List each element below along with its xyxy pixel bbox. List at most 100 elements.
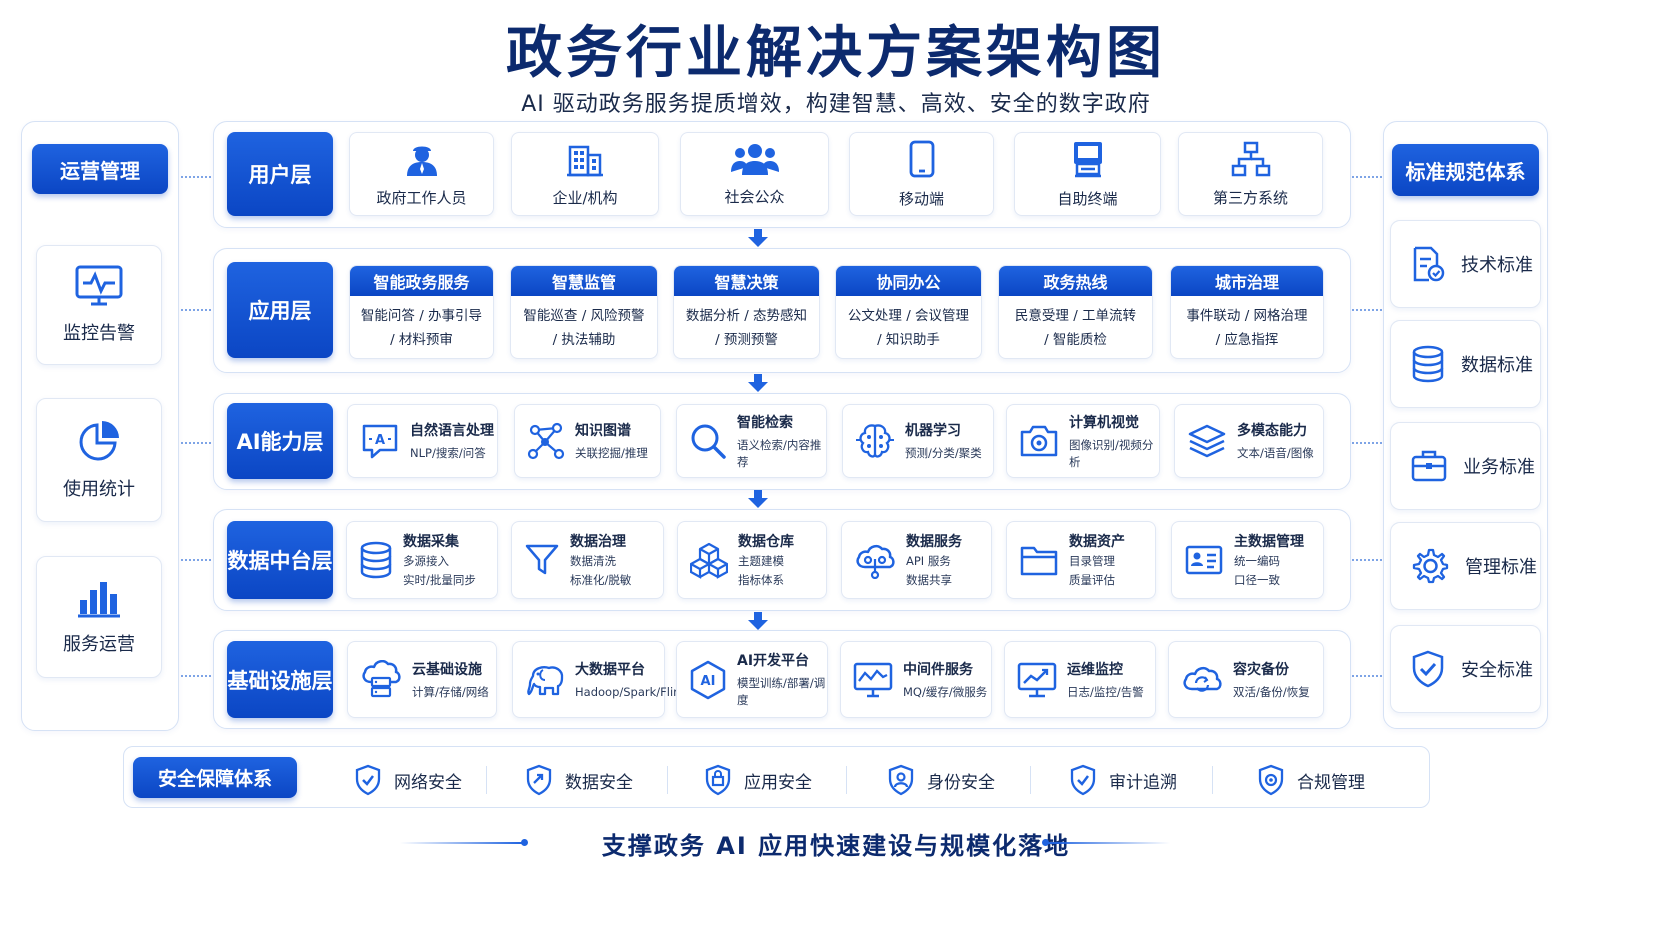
right-item-data-standard[interactable]: 数据标准 (1390, 320, 1541, 408)
security-separator (1212, 766, 1213, 794)
pie-chart-icon (77, 419, 121, 463)
user-item-third-party[interactable]: 第三方系统 (1178, 132, 1323, 216)
ai-item-title: 机器学习 (905, 423, 961, 439)
app-item-title: 智能政务服务 (350, 266, 493, 296)
left-item-service-ops[interactable]: 服务运营 (36, 556, 162, 678)
left-item-monitor[interactable]: 监控告警 (36, 245, 162, 365)
monitor-wave-icon (853, 661, 893, 699)
app-item-title: 智慧决策 (674, 266, 819, 296)
user-item-enterprise[interactable]: 企业/机构 (511, 132, 659, 216)
connector-right-app (1352, 309, 1382, 311)
infra-item-ops-monitor[interactable]: 运维监控日志/监控/告警 (1004, 641, 1156, 718)
infra-item-disaster-recovery[interactable]: 容灾备份双活/备份/恢复 (1168, 641, 1324, 718)
data-item-asset[interactable]: 数据资产目录管理质量评估 (1006, 521, 1156, 599)
database-icon (1411, 345, 1445, 383)
connector-right-data (1352, 559, 1382, 561)
ai-layer-label: AI能力层 (227, 403, 333, 479)
infra-item-title: 大数据平台 (575, 661, 645, 678)
security-item-compliance[interactable]: 合规管理 (1257, 763, 1365, 797)
ai-item-computer-vision[interactable]: 计算机视觉图像识别/视频分析 (1006, 404, 1160, 478)
user-item-gov-staff[interactable]: 政府工作人员 (349, 132, 494, 216)
security-item-label: 身份安全 (927, 772, 995, 793)
connector-left-data (181, 559, 211, 561)
right-item-tech-standard[interactable]: 技术标准 (1390, 220, 1541, 308)
data-item-sub: 主题建模 (738, 554, 784, 568)
data-item-sub: 数据共享 (906, 573, 952, 587)
cloud-share-icon (854, 541, 896, 579)
security-separator (667, 766, 668, 794)
left-item-usage-stats[interactable]: 使用统计 (36, 398, 162, 522)
data-item-sub: 实时/批量同步 (403, 573, 476, 587)
data-item-governance[interactable]: 数据治理数据清洗标准化/脱敏 (511, 521, 664, 599)
security-item-data[interactable]: 数据安全 (525, 763, 633, 797)
bar-chart-icon (77, 578, 121, 618)
app-layer-label: 应用层 (227, 262, 333, 358)
user-item-public[interactable]: 社会公众 (680, 132, 829, 216)
app-item-gov-hotline[interactable]: 政务热线 民意受理 / 工单流转/ 智能质检 (998, 265, 1153, 359)
app-item-title: 协同办公 (836, 266, 981, 296)
user-item-label: 社会公众 (724, 187, 785, 206)
security-item-identity[interactable]: 身份安全 (887, 763, 995, 797)
shield-data-icon (525, 764, 553, 796)
security-item-network[interactable]: 网络安全 (354, 763, 462, 797)
app-item-smart-supervision[interactable]: 智慧监管 智能巡查 / 风险预警/ 执法辅助 (510, 265, 658, 359)
data-item-sub: 数据清洗 (570, 554, 616, 568)
data-item-warehouse[interactable]: 数据仓库主题建模指标体系 (677, 521, 827, 599)
briefcase-icon (1411, 449, 1447, 483)
data-item-collection[interactable]: 数据采集多源接入实时/批量同步 (346, 521, 498, 599)
app-item-city-governance[interactable]: 城市治理 事件联动 / 网格治理/ 应急指挥 (1170, 265, 1324, 359)
shield-audit-icon (1069, 764, 1097, 796)
app-item-smart-decision[interactable]: 智慧决策 数据分析 / 态势感知/ 预测预警 (673, 265, 820, 359)
flow-arrow-icon (748, 229, 768, 247)
app-item-line: / 应急指挥 (1215, 332, 1279, 348)
cubes-icon (690, 541, 728, 579)
data-item-sub: 口径一致 (1234, 573, 1280, 587)
flow-arrow-icon (748, 612, 768, 630)
data-item-sub: 目录管理 (1069, 554, 1115, 568)
footer-slogan: 支撑政务 AI 应用快速建设与规模化落地 (601, 832, 1071, 860)
monitor-pulse-icon (75, 265, 123, 307)
infra-item-title: AI开发平台 (737, 653, 810, 669)
connector-right-infra (1352, 675, 1382, 677)
building-icon (566, 141, 604, 177)
id-card-icon (1184, 543, 1224, 577)
document-check-icon (1411, 246, 1445, 282)
right-item-business-standard[interactable]: 业务标准 (1390, 422, 1541, 510)
security-item-audit[interactable]: 审计追溯 (1069, 763, 1177, 797)
ai-item-sub: NLP/搜索/问答 (410, 446, 486, 460)
kiosk-icon (1071, 140, 1105, 178)
infra-item-ai-platform[interactable]: AI AI开发平台模型训练/部署/调度 (676, 641, 828, 718)
security-item-app[interactable]: 应用安全 (704, 763, 812, 797)
ai-item-title: 知识图谱 (575, 423, 631, 439)
security-item-label: 审计追溯 (1109, 772, 1177, 793)
data-item-title: 数据资产 (1069, 534, 1125, 550)
ai-item-machine-learning[interactable]: 机器学习预测/分类/聚类 (842, 404, 994, 478)
shield-user-icon (887, 764, 915, 796)
security-item-label: 数据安全 (565, 772, 633, 793)
infra-item-cloud[interactable]: 云基础设施计算/存储/网络 (347, 641, 497, 718)
security-item-label: 应用安全 (744, 772, 812, 793)
app-item-line: 事件联动 / 网格治理 (1186, 308, 1308, 324)
mobile-icon (908, 140, 936, 178)
infra-item-title: 中间件服务 (903, 661, 973, 678)
security-item-label: 合规管理 (1297, 772, 1365, 793)
app-item-title: 政务热线 (999, 266, 1152, 296)
app-item-line: / 材料预审 (390, 332, 453, 348)
data-item-master-data[interactable]: 主数据管理统一编码口径一致 (1171, 521, 1324, 599)
ai-item-knowledge-graph[interactable]: 知识图谱关联挖掘/推理 (514, 404, 661, 478)
page-title: 政务行业解决方案架构图 (506, 21, 1166, 86)
user-item-label: 第三方系统 (1212, 188, 1288, 207)
ai-item-smart-search[interactable]: 智能检索语义检索/内容推荐 (676, 404, 827, 478)
right-item-security-standard[interactable]: 安全标准 (1390, 625, 1541, 713)
user-item-kiosk[interactable]: 自助终端 (1014, 132, 1161, 216)
app-item-collab-office[interactable]: 协同办公 公文处理 / 会议管理/ 知识助手 (835, 265, 982, 359)
ai-item-multimodal[interactable]: 多模态能力文本/语音/图像 (1174, 404, 1324, 478)
user-item-mobile[interactable]: 移动端 (849, 132, 994, 216)
right-item-management-standard[interactable]: 管理标准 (1390, 522, 1541, 610)
connector-left-app (181, 309, 211, 311)
app-item-smart-gov-service[interactable]: 智能政务服务 智能问答 / 办事引导/ 材料预审 (349, 265, 494, 359)
